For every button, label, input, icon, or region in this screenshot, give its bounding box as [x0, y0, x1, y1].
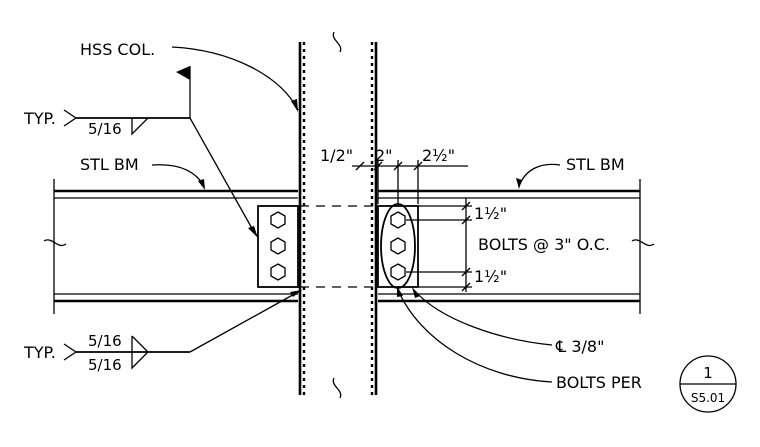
horizontal-dimensions: 1/2" 2" 2½"	[320, 146, 468, 204]
weld-bottom-size-upper: 5/16	[88, 332, 122, 350]
weld-top-arrow	[248, 226, 258, 238]
weld-top-typ: TYP.	[23, 109, 56, 128]
plate-leader	[413, 289, 553, 346]
hss-col-leader	[171, 46, 299, 111]
callout-number: 1	[703, 364, 713, 382]
stl-bm-right-label: STL BM	[566, 155, 625, 174]
dim-two-half-inch: 2½"	[422, 146, 455, 165]
stl-bm-left-leader	[151, 164, 205, 187]
weld-top-size: 5/16	[88, 120, 122, 138]
bolts-per-leader	[397, 289, 553, 383]
dim-two-inch: 2"	[375, 146, 393, 165]
stl-bm-right-leader	[519, 163, 561, 185]
dim-half-inch: 1/2"	[320, 146, 353, 165]
plate-label: ℄ 3/8"	[555, 337, 604, 356]
bolt-left-3	[270, 263, 286, 281]
beam-break-left	[43, 239, 67, 247]
bolt-right-1	[390, 211, 406, 229]
weld-symbol-top: TYP. 5/16	[23, 66, 258, 238]
weld-bottom-typ: TYP.	[23, 343, 56, 362]
dim-edge-bottom: 1½"	[474, 267, 507, 286]
hss-col-arrow	[291, 99, 298, 112]
bolts-per-label: BOLTS PER	[556, 373, 642, 392]
dim-edge-top: 1½"	[474, 204, 507, 223]
stl-bm-left-arrow	[198, 179, 205, 190]
weld-symbol-bottom: TYP. 5/16 5/16	[23, 290, 302, 374]
steel-beam-right	[378, 179, 655, 314]
shear-plate-left	[257, 205, 299, 288]
shear-plate-right	[377, 203, 419, 289]
plate-arrow	[412, 287, 420, 298]
weld-bottom-arrow	[290, 290, 302, 297]
hss-column	[298, 31, 378, 399]
bolt-right-2	[390, 237, 406, 255]
stl-bm-right-arrow	[516, 178, 522, 189]
stl-bm-left-label: STL BM	[80, 155, 139, 174]
bolt-group-outline	[380, 203, 416, 289]
field-weld-flag	[176, 66, 190, 80]
bolts-per-arrow	[397, 286, 403, 297]
steel-beam-left	[43, 179, 298, 314]
bolt-right-3	[390, 263, 406, 281]
vertical-dimensions: 1½" 1½" BOLTS @ 3" O.C.	[406, 198, 610, 292]
weld-bottom-size-lower: 5/16	[88, 356, 122, 374]
column-break-bottom	[332, 377, 342, 399]
callout-sheet: S5.01	[691, 391, 725, 405]
bolts-spacing-note: BOLTS @ 3" O.C.	[478, 235, 610, 254]
bolt-left-2	[270, 237, 286, 255]
hss-col-label: HSS COL.	[80, 40, 155, 59]
bolt-left-1	[270, 211, 286, 229]
column-break-top	[332, 31, 342, 53]
detail-callout-bubble: 1 S5.01	[679, 355, 737, 413]
beam-break-right	[631, 239, 655, 247]
